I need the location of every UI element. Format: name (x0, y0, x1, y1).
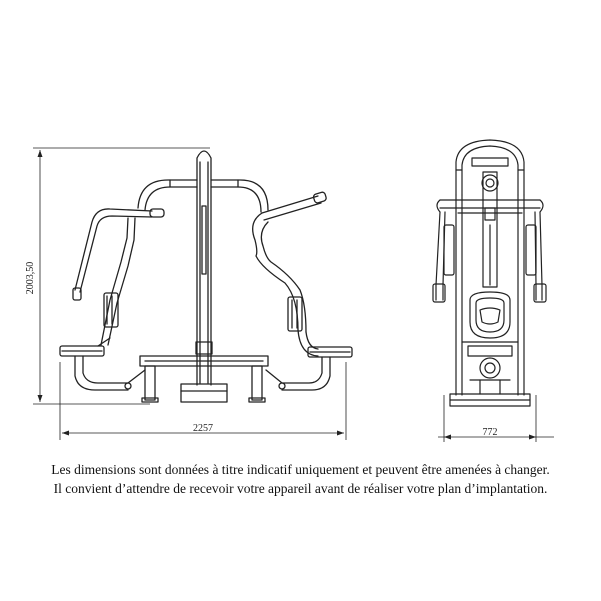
front-width-dimension (59, 362, 347, 440)
side-uprights (455, 171, 525, 396)
arch-frame (137, 179, 269, 213)
central-post (195, 150, 213, 386)
right-press-arm (252, 191, 327, 357)
side-right-arm (525, 211, 547, 303)
side-seat-pad (461, 291, 519, 357)
front-view (59, 150, 353, 403)
side-left-arm (432, 211, 455, 303)
side-top-arch (455, 139, 525, 196)
caption-line-1: Les dimensions sont données à titre indi… (51, 462, 550, 477)
caption-line-2: Il convient d’attendre de recevoir votre… (53, 481, 548, 496)
base-frame (74, 355, 331, 403)
height-dimension (33, 147, 210, 405)
side-base (449, 357, 531, 407)
side-view (432, 139, 547, 407)
left-press-arm (72, 208, 165, 346)
height-dimension-label: 2003,50 (25, 262, 36, 295)
front-width-label: 2257 (193, 423, 213, 434)
side-width-label: 772 (483, 427, 498, 438)
side-width-dimension (438, 395, 554, 442)
left-foot-platform (59, 337, 111, 357)
side-handle-bar (436, 199, 544, 214)
